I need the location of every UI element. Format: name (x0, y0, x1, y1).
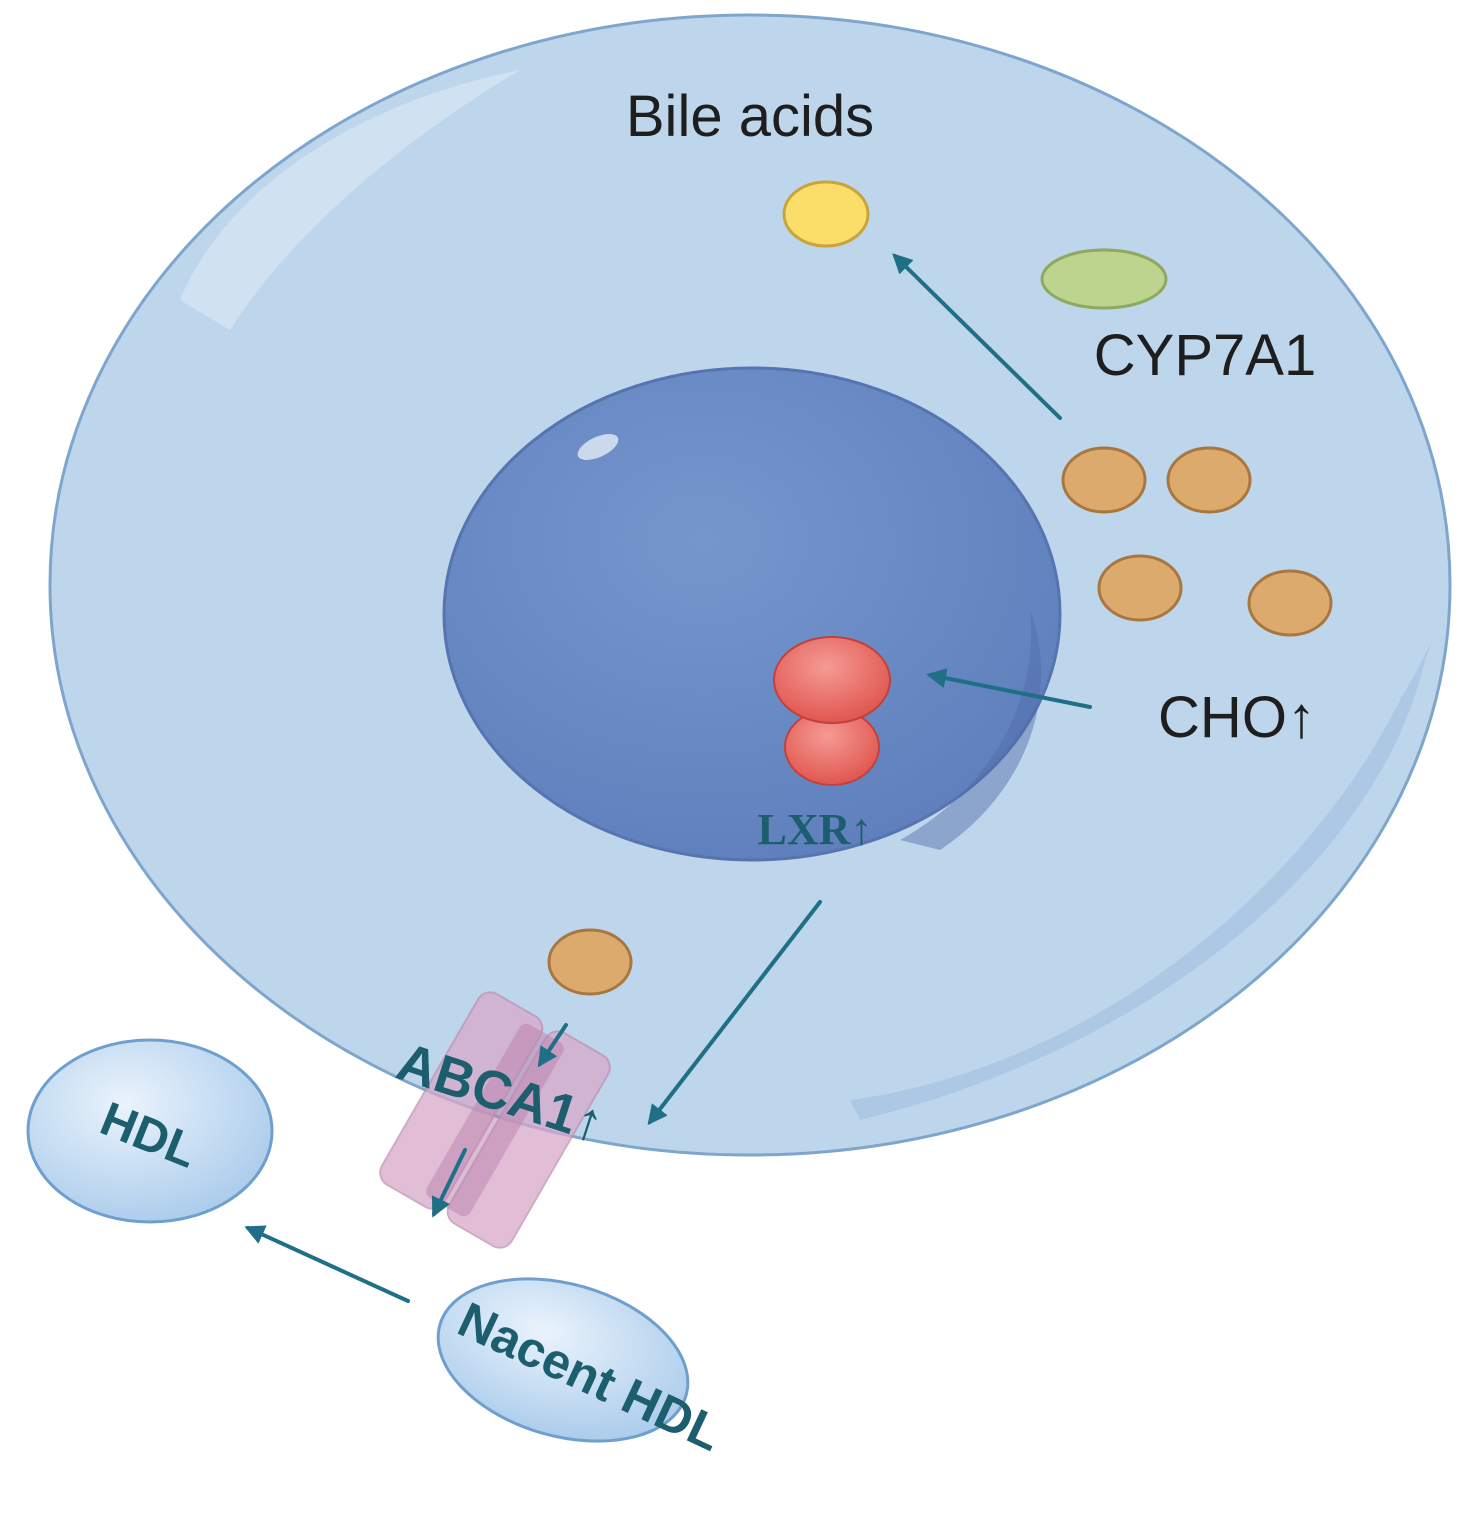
nucleus (442, 366, 1062, 862)
cell-highlight (180, 70, 520, 330)
cholesterol-molecule (1061, 446, 1147, 514)
arrow-cholesterol-to-lxr (926, 668, 1092, 709)
cholesterol-molecule (1247, 569, 1333, 637)
bile-acid-molecule (782, 180, 870, 248)
arrow-cholesterol-to-bile-acid (892, 253, 1062, 420)
cho-label: CHO↑ (1158, 685, 1316, 750)
arrow-cholesterol-into-transporter (537, 1023, 568, 1068)
pathway-arrows (244, 253, 1092, 1303)
transporter-channel (426, 1023, 564, 1217)
cholesterol-molecule (1097, 554, 1183, 622)
arrow-cholesterol-out-of-transporter (431, 1148, 467, 1218)
lxr-label: LXR↑ (758, 805, 873, 854)
hdl-particle (26, 1038, 274, 1224)
abca1-transporter (379, 991, 611, 1249)
cholesterol-molecule (547, 928, 633, 996)
arrow-nascent-hdl-to-hdl (244, 1225, 410, 1303)
nucleus-highlight (577, 434, 619, 460)
cholesterol-molecule (1166, 446, 1252, 514)
bile-acids-label: Bile acids (626, 84, 874, 149)
lxr-upper-subunit (773, 636, 891, 724)
lxr-receptor (773, 636, 891, 786)
nucleus-body (442, 366, 1062, 862)
cholesterol-molecules (547, 446, 1333, 996)
nucleus-shadow (900, 610, 1042, 850)
cyp7a1-enzyme (1040, 248, 1168, 310)
nascent-hdl-particle (436, 1277, 690, 1443)
arrow-lxr-to-abca1 (647, 900, 822, 1126)
cyp7a1-label: CYP7A1 (1094, 323, 1316, 388)
